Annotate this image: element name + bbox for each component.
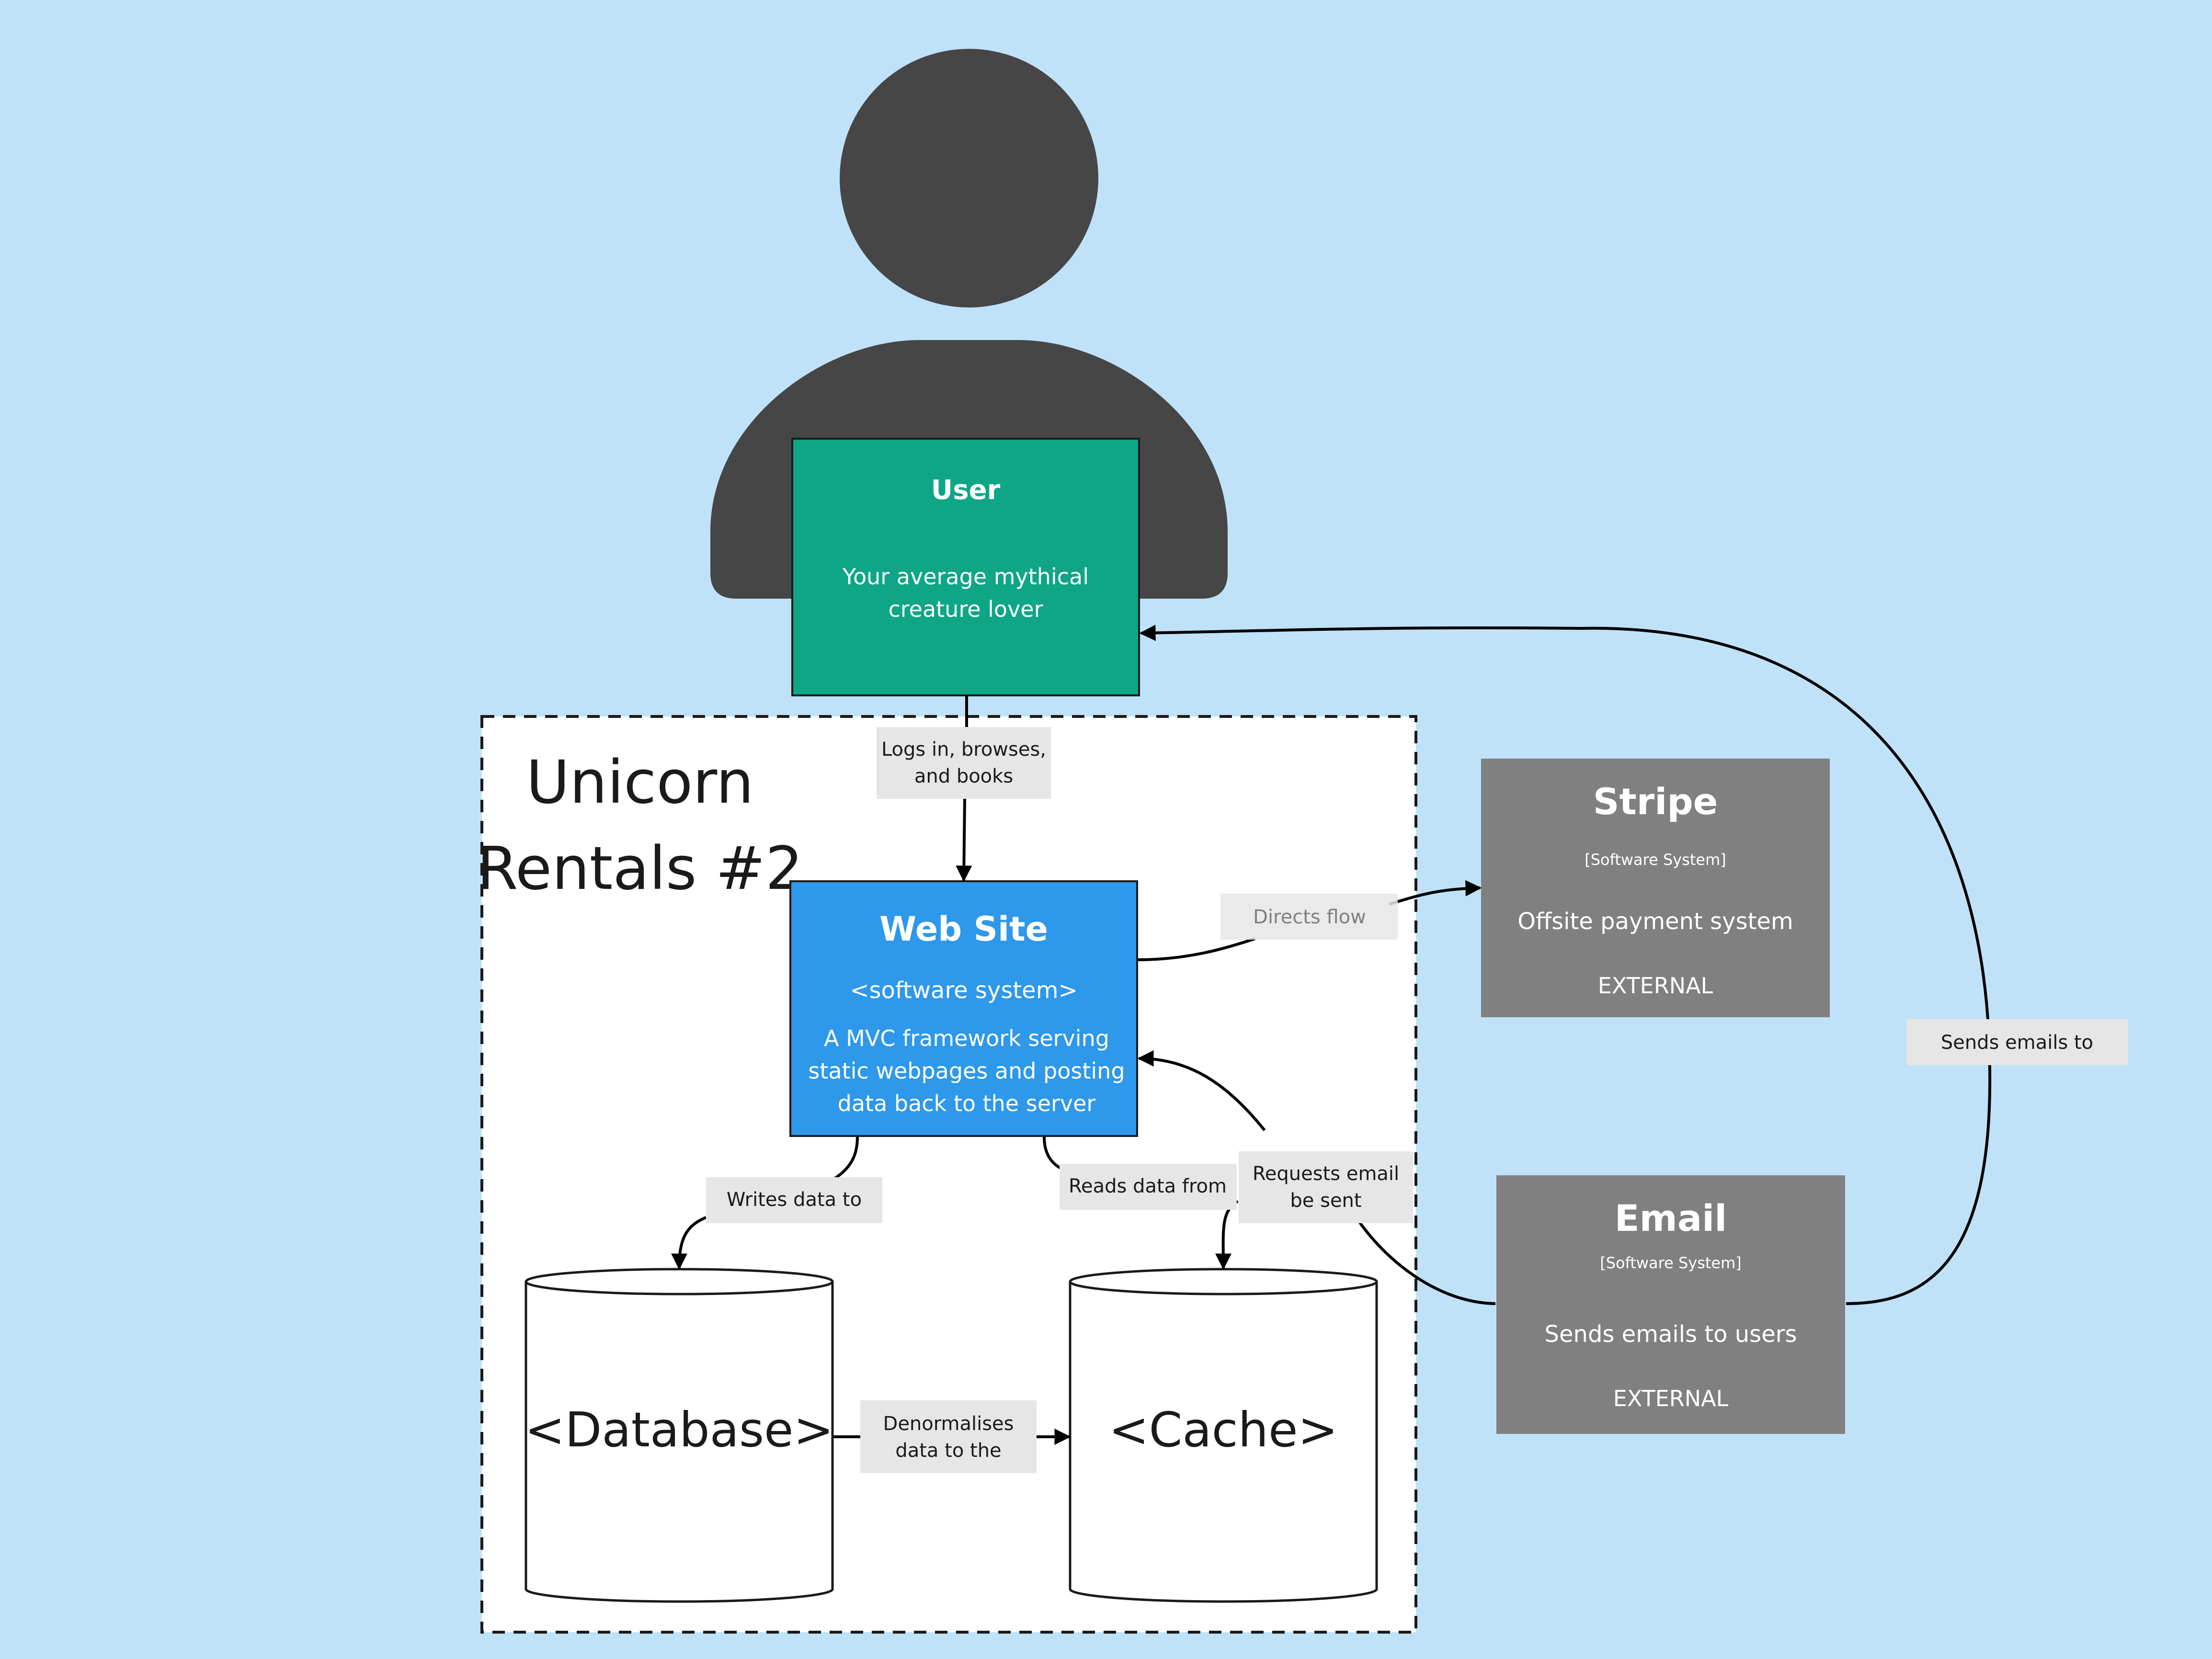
label-directs-flow: Directs flow bbox=[1220, 894, 1398, 940]
label-writes-data: Writes data to bbox=[706, 1177, 882, 1223]
email-tag: EXTERNAL bbox=[1613, 1386, 1729, 1411]
edge-website-to-stripe[interactable] bbox=[1138, 888, 1480, 961]
user-desc-line1: Your average mythical bbox=[842, 564, 1089, 590]
label-denormalises-line2: data to the bbox=[895, 1440, 1001, 1462]
label-reads-data: Reads data from bbox=[1060, 1164, 1237, 1210]
stripe-desc: Offsite payment system bbox=[1517, 908, 1793, 935]
stripe-tag: EXTERNAL bbox=[1598, 973, 1713, 999]
label-requests-email-line1: Requests email bbox=[1253, 1163, 1399, 1185]
website-title: Web Site bbox=[879, 909, 1048, 949]
stripe-title: Stripe bbox=[1593, 780, 1718, 823]
user-desc-line2: creature lover bbox=[888, 596, 1043, 622]
website-type: <software system> bbox=[850, 977, 1077, 1004]
email-type: [Software System] bbox=[1600, 1254, 1742, 1272]
label-denormalises: Denormalises data to the bbox=[860, 1400, 1037, 1473]
website-desc-line1: A MVC framework serving bbox=[824, 1025, 1109, 1051]
cache-node[interactable]: <Cache> bbox=[1069, 1268, 1378, 1603]
website-node[interactable]: Web Site <software system> A MVC framewo… bbox=[789, 880, 1138, 1137]
stripe-type: [Software System] bbox=[1585, 851, 1726, 869]
email-desc: Sends emails to users bbox=[1545, 1321, 1797, 1348]
edge-user-to-website[interactable] bbox=[964, 695, 967, 880]
label-sends-emails: Sends emails to bbox=[1906, 1019, 2128, 1065]
boundary-title-line1: Unicorn bbox=[526, 748, 753, 817]
database-cylinder bbox=[524, 1282, 834, 1603]
website-desc-line3: data back to the server bbox=[838, 1091, 1096, 1116]
email-box bbox=[1496, 1175, 1845, 1434]
database-label: <Database> bbox=[525, 1402, 834, 1458]
person-head bbox=[840, 49, 1098, 307]
label-directs-flow-text: Directs flow bbox=[1253, 906, 1366, 928]
website-box bbox=[789, 880, 1138, 1137]
boundary-title-line2: Rentals #2 bbox=[477, 834, 803, 903]
cache-cylinder bbox=[1069, 1282, 1378, 1603]
database-node[interactable]: <Database> bbox=[524, 1268, 834, 1603]
label-writes-data-text: Writes data to bbox=[727, 1189, 862, 1211]
edge-email-to-user[interactable] bbox=[1139, 625, 1992, 1305]
label-logs-in-line1: Logs in, browses, bbox=[881, 739, 1046, 761]
label-requests-email: Requests email be sent bbox=[1239, 1151, 1413, 1223]
email-title: Email bbox=[1615, 1197, 1727, 1239]
database-top bbox=[524, 1268, 834, 1295]
label-requests-email-line2: be sent bbox=[1290, 1190, 1361, 1212]
stripe-box bbox=[1481, 759, 1830, 1017]
website-desc-line2: static webpages and posting bbox=[808, 1058, 1125, 1084]
label-logs-in: Logs in, browses, and books bbox=[877, 727, 1051, 799]
cache-label: <Cache> bbox=[1109, 1402, 1338, 1458]
label-denormalises-line1: Denormalises bbox=[883, 1413, 1014, 1435]
edge-email-to-website[interactable] bbox=[1139, 1058, 1496, 1305]
label-reads-data-text: Reads data from bbox=[1069, 1175, 1227, 1197]
email-node[interactable]: Email [Software System] Sends emails to … bbox=[1496, 1175, 1845, 1434]
stripe-node[interactable]: Stripe [Software System] Offsite payment… bbox=[1481, 759, 1830, 1017]
user-node[interactable]: User Your average mythical creature love… bbox=[791, 438, 1140, 696]
user-title: User bbox=[931, 475, 1001, 506]
cache-top bbox=[1069, 1268, 1378, 1295]
label-sends-emails-text: Sends emails to bbox=[1941, 1032, 2093, 1054]
label-logs-in-line2: and books bbox=[914, 765, 1013, 787]
